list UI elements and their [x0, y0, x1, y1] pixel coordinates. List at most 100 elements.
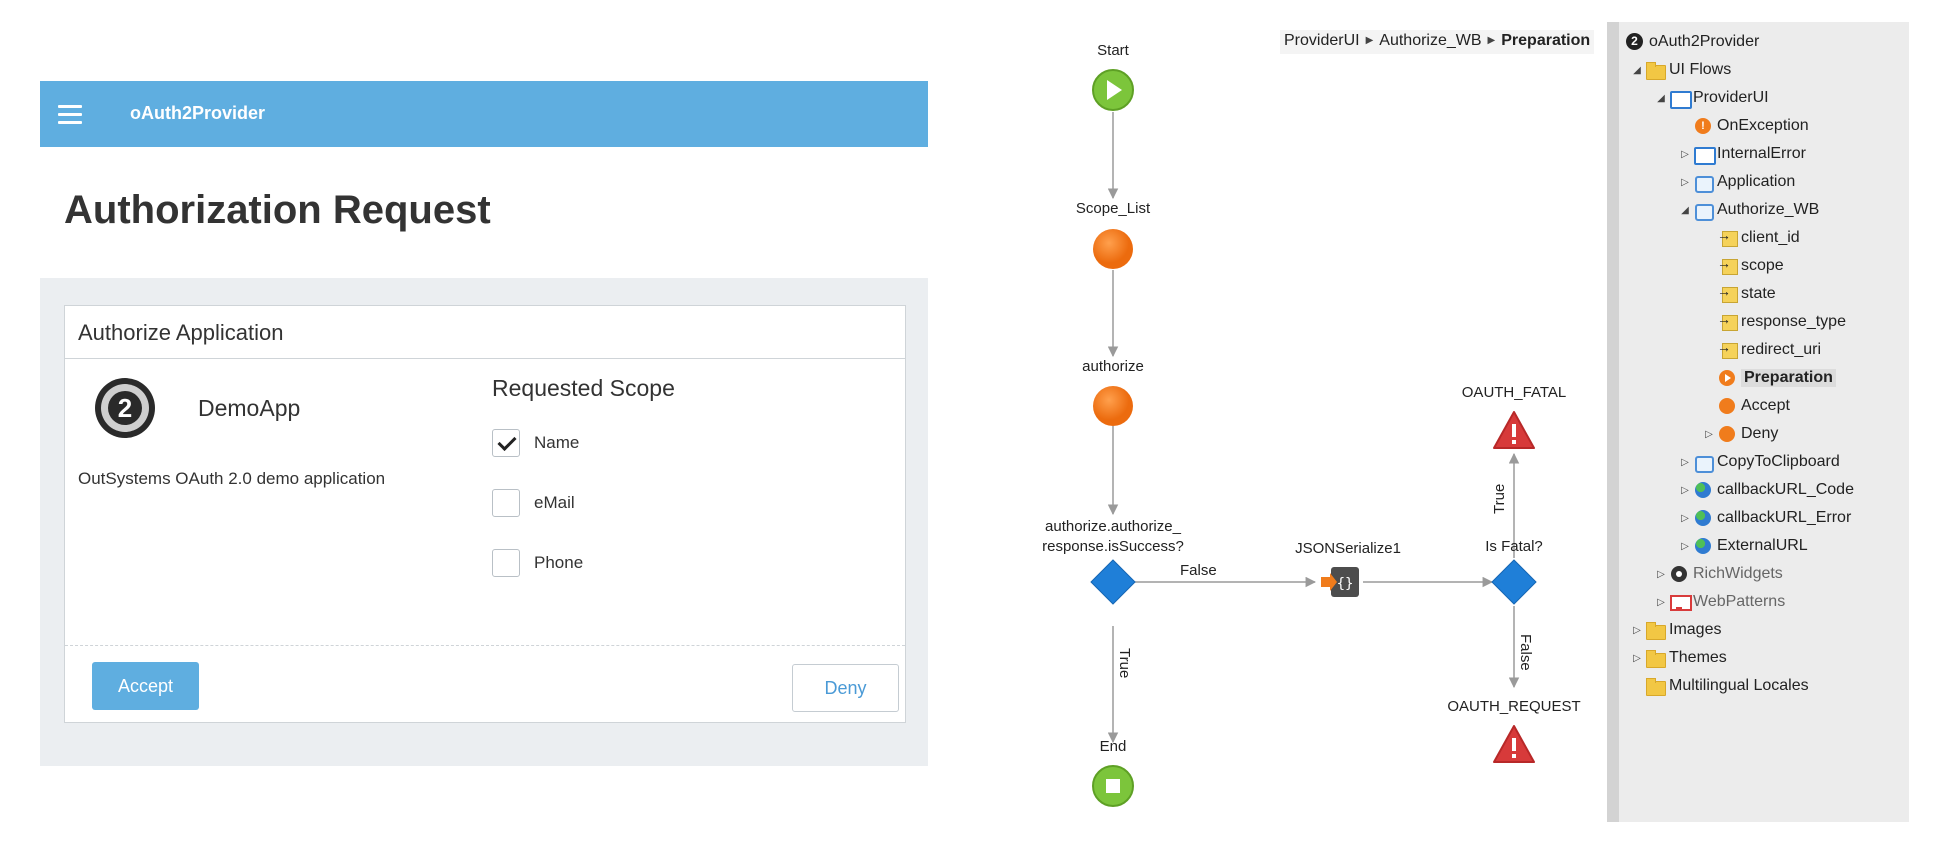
- tree-item-themes[interactable]: ▷ Themes: [1631, 646, 1727, 670]
- node-label-if-success-line2: response.isSuccess?: [1042, 538, 1184, 555]
- scope-label: Name: [534, 433, 580, 452]
- if-success-decision-icon[interactable]: [1089, 558, 1137, 611]
- folder-icon: [1645, 649, 1666, 668]
- expand-arrow-icon[interactable]: ▷: [1681, 148, 1689, 160]
- breadcrumb-item[interactable]: ProviderUI: [1284, 32, 1360, 49]
- collapse-arrow-icon[interactable]: ◢: [1633, 64, 1641, 76]
- expand-arrow-icon[interactable]: ▷: [1633, 624, 1641, 636]
- tree-item-label: callbackURL_Error: [1717, 509, 1852, 526]
- menu-icon[interactable]: [58, 103, 82, 125]
- tree-item-internal-error[interactable]: ▷ InternalError: [1679, 142, 1806, 166]
- input-parameter-icon: [1717, 255, 1738, 275]
- app-title: oAuth2Provider: [130, 103, 266, 123]
- action-flow-canvas[interactable]: ProviderUI▶Authorize_WB▶Preparation Star…: [1030, 22, 1620, 822]
- panel-splitter[interactable]: [1607, 22, 1619, 822]
- tree-item-label: WebPatterns: [1693, 593, 1786, 610]
- deny-button[interactable]: Deny: [792, 664, 899, 712]
- card-title: Authorize Application: [65, 306, 905, 359]
- tree-item-param[interactable]: state: [1703, 282, 1776, 306]
- collapse-arrow-icon[interactable]: ◢: [1657, 92, 1665, 104]
- tree-item-multilingual-locales[interactable]: Multilingual Locales: [1631, 674, 1809, 698]
- exception-handler-icon: [1693, 117, 1713, 135]
- scope-checkbox-phone[interactable]: [492, 549, 520, 577]
- node-label-start: Start: [1097, 42, 1129, 59]
- collapse-arrow-icon[interactable]: ◢: [1681, 204, 1689, 216]
- tree-item-external-url[interactable]: ▷ ExternalURL: [1679, 534, 1808, 558]
- node-label-oauth-request: OAUTH_REQUEST: [1447, 698, 1581, 715]
- rich-widgets-icon: [1669, 565, 1689, 583]
- oauth-request-exception-icon[interactable]: [1492, 724, 1536, 771]
- tree-item-callback-error[interactable]: ▷ callbackURL_Error: [1679, 506, 1851, 530]
- tree-item-label: ProviderUI: [1693, 89, 1769, 106]
- tree-item-label: Deny: [1741, 425, 1779, 442]
- oauth-fatal-exception-icon[interactable]: [1492, 410, 1536, 457]
- app-header-bar: oAuth2Provider: [40, 81, 928, 147]
- scope-list-node-icon[interactable]: [1091, 227, 1135, 276]
- node-label-end: End: [1099, 738, 1127, 755]
- page-title: Authorization Request: [64, 188, 491, 232]
- client-app-description: OutSystems OAuth 2.0 demo application: [78, 469, 386, 488]
- scope-item-name[interactable]: Name: [492, 428, 579, 458]
- tree-item-label: callbackURL_Code: [1717, 481, 1854, 498]
- card-footer-divider: [65, 645, 905, 646]
- web-block-icon: [1693, 201, 1714, 221]
- expand-arrow-icon[interactable]: ▷: [1681, 540, 1689, 552]
- tree-item-callback-code[interactable]: ▷ callbackURL_Code: [1679, 478, 1854, 502]
- start-node-icon[interactable]: [1091, 68, 1135, 117]
- flow-edges: [1107, 112, 1520, 744]
- is-fatal-decision-icon[interactable]: [1490, 558, 1538, 611]
- tree-item-param[interactable]: scope: [1703, 254, 1784, 278]
- expand-arrow-icon[interactable]: ▷: [1681, 176, 1689, 188]
- tree-item-label: oAuth2Provider: [1649, 33, 1760, 50]
- tree-item-label: scope: [1741, 257, 1784, 274]
- edge-label-true: True: [1491, 483, 1508, 514]
- tree-item-label: UI Flows: [1669, 61, 1732, 78]
- tree-item-label: Multilingual Locales: [1669, 677, 1809, 694]
- folder-icon: [1645, 621, 1666, 640]
- authorize-node-icon[interactable]: [1091, 384, 1135, 433]
- tree-item-deny[interactable]: ▷ Deny: [1703, 422, 1778, 446]
- tree-item-authorize-wb[interactable]: ◢ Authorize_WB: [1679, 198, 1819, 222]
- tree-item-application[interactable]: ▷ Application: [1679, 170, 1795, 194]
- breadcrumb: ProviderUI▶Authorize_WB▶Preparation: [1280, 30, 1595, 54]
- tree-item-provider-ui[interactable]: ◢ ProviderUI: [1655, 86, 1769, 110]
- expand-arrow-icon[interactable]: ▷: [1681, 512, 1689, 524]
- folder-open-icon: [1645, 61, 1666, 80]
- ui-flow-icon: [1669, 89, 1692, 109]
- tree-item-param[interactable]: client_id: [1703, 226, 1800, 250]
- tree-item-label: Authorize_WB: [1717, 201, 1820, 218]
- breadcrumb-separator-icon: ▶: [1487, 35, 1496, 47]
- tree-item-accept[interactable]: Accept: [1703, 394, 1790, 418]
- expand-arrow-icon[interactable]: ▷: [1657, 596, 1665, 608]
- scope-item-email[interactable]: eMail: [492, 488, 575, 518]
- tree-item-label: client_id: [1741, 229, 1800, 246]
- scope-checkbox-name[interactable]: [492, 429, 520, 457]
- preparation-icon: [1717, 369, 1737, 387]
- tree-item-images[interactable]: ▷ Images: [1631, 618, 1721, 642]
- scope-item-phone[interactable]: Phone: [492, 548, 583, 578]
- scope-checkbox-email[interactable]: [492, 489, 520, 517]
- json-serialize-node-icon[interactable]: {}: [1321, 564, 1361, 605]
- expand-arrow-icon[interactable]: ▷: [1681, 484, 1689, 496]
- tree-item-web-patterns[interactable]: ▷ WebPatterns: [1655, 590, 1785, 614]
- expand-arrow-icon[interactable]: ▷: [1705, 428, 1713, 440]
- tree-item-module[interactable]: oAuth2Provider: [1623, 30, 1759, 54]
- requested-scope-title: Requested Scope: [492, 375, 675, 401]
- elements-tree: oAuth2Provider ◢ UI Flows ◢ ProviderUI O…: [1619, 22, 1909, 822]
- expand-arrow-icon[interactable]: ▷: [1681, 456, 1689, 468]
- tree-item-param[interactable]: response_type: [1703, 310, 1846, 334]
- expand-arrow-icon[interactable]: ▷: [1657, 568, 1665, 580]
- end-node-icon[interactable]: [1091, 764, 1135, 813]
- tree-item-param[interactable]: redirect_uri: [1703, 338, 1821, 362]
- breadcrumb-item[interactable]: Authorize_WB: [1379, 32, 1482, 49]
- module-icon: [1625, 33, 1645, 51]
- tree-item-on-exception[interactable]: OnException: [1679, 114, 1809, 138]
- tree-item-ui-flows[interactable]: ◢ UI Flows: [1631, 58, 1731, 82]
- tree-item-copy-to-clipboard[interactable]: ▷ CopyToClipboard: [1679, 450, 1840, 474]
- accept-button[interactable]: Accept: [92, 662, 199, 710]
- tree-item-rich-widgets[interactable]: ▷ RichWidgets: [1655, 562, 1783, 586]
- tree-item-preparation[interactable]: Preparation: [1703, 366, 1836, 390]
- tree-item-label: redirect_uri: [1741, 341, 1822, 358]
- expand-arrow-icon[interactable]: ▷: [1633, 652, 1641, 664]
- tree-item-label: response_type: [1741, 313, 1846, 330]
